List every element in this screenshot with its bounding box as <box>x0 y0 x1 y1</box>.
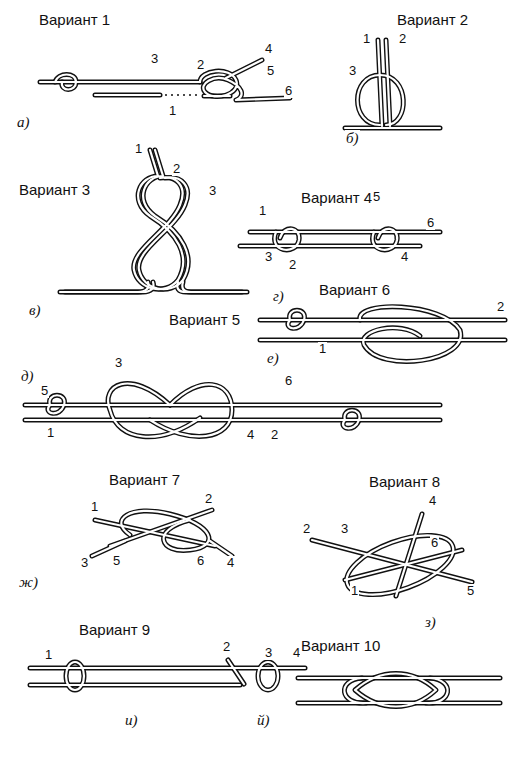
callout-number: 1 <box>168 104 177 118</box>
rope-outline <box>25 40 505 707</box>
callout-number: 2 <box>302 522 311 536</box>
variant-title: Вариант 1 <box>38 12 111 29</box>
figure-letter: в) <box>28 302 42 319</box>
callout-number: 1 <box>46 426 55 440</box>
callout-number: 2 <box>196 58 205 72</box>
callout-number: 6 <box>426 216 435 230</box>
callout-number: 1 <box>350 584 359 598</box>
callout-number: 3 <box>208 184 217 198</box>
variant-title: Вариант 6 <box>318 282 391 299</box>
callout-number: 4 <box>400 250 409 264</box>
callout-number: 3 <box>114 356 123 370</box>
callout-number: 4 <box>226 556 235 570</box>
callout-number: 3 <box>340 522 349 536</box>
callout-number: 2 <box>270 428 279 442</box>
callout-number: 1 <box>362 32 371 46</box>
variant-title: Вариант 8 <box>368 474 441 491</box>
figure-letter: г) <box>272 288 285 305</box>
variant-title: Вариант 2 <box>396 12 469 29</box>
figure-letter: и) <box>124 712 139 729</box>
callout-number: 5 <box>112 554 121 568</box>
variant-title: Вариант 9 <box>78 622 151 639</box>
callout-number: 1 <box>44 648 53 662</box>
callout-number: 5 <box>266 64 275 78</box>
figure-letter: з) <box>424 614 437 631</box>
figure-letter: й) <box>256 712 271 729</box>
callout-number: 1 <box>318 342 327 356</box>
callout-number: 2 <box>222 640 231 654</box>
callout-number: 3 <box>150 52 159 66</box>
callout-number: 4 <box>246 428 255 442</box>
callout-number: 2 <box>172 162 181 176</box>
callout-number: 3 <box>264 646 273 660</box>
callout-number: 6 <box>284 84 293 98</box>
figure-letter: б) <box>345 130 360 147</box>
callout-number: 1 <box>134 142 143 156</box>
callout-number: 5 <box>372 190 381 204</box>
callout-number: 2 <box>288 258 297 272</box>
callout-number: 2 <box>204 492 213 506</box>
callout-number: 3 <box>348 64 357 78</box>
callout-number: 4 <box>428 494 437 508</box>
callout-number: 2 <box>398 32 407 46</box>
callout-number: 3 <box>80 556 89 570</box>
dotted-rope <box>165 94 200 96</box>
callout-number: 5 <box>40 384 49 398</box>
variant-title: Вариант 10 <box>300 638 381 655</box>
callout-number: 1 <box>90 500 99 514</box>
variant-title: Вариант 5 <box>168 312 241 329</box>
callout-number: 6 <box>430 536 439 550</box>
callout-number: 3 <box>264 250 273 264</box>
callout-number: 1 <box>258 204 267 218</box>
callout-number: 5 <box>466 584 475 598</box>
callout-number: 4 <box>264 42 273 56</box>
figure-letter: а) <box>16 114 31 131</box>
variant-title: Вариант 7 <box>108 472 181 489</box>
figure-letter: д) <box>20 368 35 385</box>
callout-number: 2 <box>496 300 505 314</box>
callout-number: 6 <box>196 554 205 568</box>
callout-number: 6 <box>284 374 293 388</box>
figure-letter: ж) <box>18 574 39 591</box>
variant-title: Вариант 4 <box>300 190 373 207</box>
rope-fill <box>25 40 505 707</box>
figure-letter: е) <box>266 350 280 367</box>
variant-title: Вариант 3 <box>18 182 91 199</box>
